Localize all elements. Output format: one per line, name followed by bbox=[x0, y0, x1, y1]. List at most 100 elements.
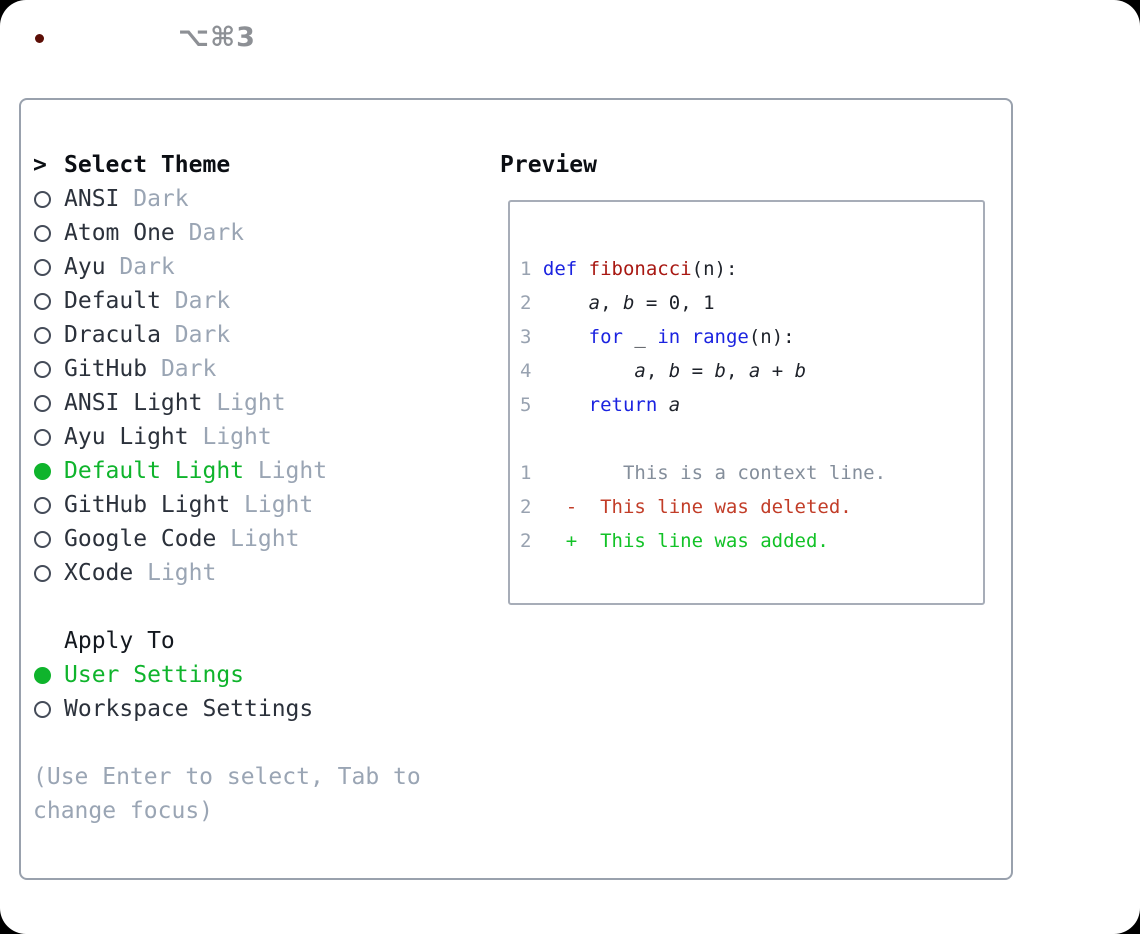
code-token bbox=[543, 360, 635, 382]
diff-text: This is a context line. bbox=[542, 462, 887, 484]
apply-option[interactable]: Workspace Settings bbox=[33, 692, 421, 726]
theme-item[interactable]: XCode Light bbox=[33, 556, 421, 590]
theme-name: GitHub Light bbox=[64, 492, 231, 518]
diff-line-added: 2 + This line was added. bbox=[520, 524, 983, 558]
radio-cell bbox=[33, 462, 64, 480]
line-number: 3 bbox=[520, 326, 543, 348]
radio-cell bbox=[33, 496, 64, 514]
theme-name: GitHub bbox=[64, 356, 148, 382]
code-token: b bbox=[794, 360, 807, 382]
radio-cell bbox=[33, 428, 64, 446]
diff-text: + This line was added. bbox=[542, 530, 829, 552]
select-theme-header: > Select Theme bbox=[33, 148, 421, 182]
theme-name: Google Code bbox=[64, 526, 217, 552]
code-token bbox=[543, 394, 589, 416]
theme-variant: Light bbox=[133, 560, 217, 586]
theme-name: Dracula bbox=[64, 322, 161, 348]
code-token: for bbox=[588, 326, 623, 348]
theme-item[interactable]: ANSI Dark bbox=[33, 182, 421, 216]
preview-title: Preview bbox=[500, 152, 597, 178]
theme-item[interactable]: Google Code Light bbox=[33, 522, 421, 556]
minimize-button[interactable] bbox=[68, 27, 90, 49]
radio-cell bbox=[33, 666, 64, 684]
theme-item[interactable]: GitHub Light Light bbox=[33, 488, 421, 522]
theme-item[interactable]: Default Light Light bbox=[33, 454, 421, 488]
theme-name: Ayu Light bbox=[64, 424, 189, 450]
code-token: = 0, 1 bbox=[634, 292, 715, 314]
diff-line-deleted: 2 - This line was deleted. bbox=[520, 490, 983, 524]
code-line: 2 a, b = 0, 1 bbox=[520, 286, 983, 320]
line-number: 4 bbox=[520, 360, 543, 382]
line-number: 1 bbox=[520, 258, 543, 280]
code-token: = bbox=[680, 360, 715, 382]
code-token: a bbox=[634, 360, 646, 382]
apply-to-header: Apply To bbox=[33, 624, 421, 658]
select-theme-title: Select Theme bbox=[64, 152, 231, 178]
radio-icon bbox=[34, 700, 51, 718]
radio-cell bbox=[33, 224, 64, 242]
theme-item[interactable]: Atom One Dark bbox=[33, 216, 421, 250]
code-token: in bbox=[657, 326, 681, 348]
radio-icon bbox=[34, 360, 51, 378]
theme-item[interactable]: Dracula Dark bbox=[33, 318, 421, 352]
theme-variant: Light bbox=[188, 424, 272, 450]
code-token bbox=[577, 258, 588, 280]
code-token: b bbox=[668, 360, 681, 382]
apply-option[interactable]: User Settings bbox=[33, 658, 421, 692]
theme-item[interactable]: Ayu Dark bbox=[33, 250, 421, 284]
radio-icon bbox=[34, 326, 51, 344]
code-token bbox=[543, 326, 589, 348]
preview-column: Preview 1 def fibonacci(n):2 a, b = 0, 1… bbox=[500, 148, 985, 605]
apply-to-title: Apply To bbox=[64, 628, 175, 654]
radio-selected-icon bbox=[34, 462, 51, 480]
theme-item[interactable]: Ayu Light Light bbox=[33, 420, 421, 454]
code-token: a bbox=[668, 394, 681, 416]
theme-name: ANSI bbox=[64, 186, 120, 212]
code-token: , bbox=[645, 360, 669, 382]
spacer bbox=[520, 422, 983, 456]
line-number: 2 bbox=[520, 292, 543, 314]
theme-variant: Light bbox=[202, 390, 286, 416]
code-token bbox=[680, 326, 691, 348]
diff-text: - This line was deleted. bbox=[542, 496, 852, 518]
radio-cell bbox=[33, 292, 64, 310]
code-line: 4 a, b = b, a + b bbox=[520, 354, 983, 388]
theme-item[interactable]: GitHub Dark bbox=[33, 352, 421, 386]
code-token: a bbox=[588, 292, 601, 314]
help-line: change focus) bbox=[33, 798, 214, 824]
radio-cell bbox=[33, 564, 64, 582]
theme-name: XCode bbox=[64, 560, 134, 586]
code-token: (n): bbox=[691, 258, 738, 280]
zoom-button[interactable] bbox=[108, 27, 130, 49]
spacer bbox=[33, 590, 421, 624]
code-token: return bbox=[588, 394, 658, 416]
radio-cell bbox=[33, 360, 64, 378]
diff-preview: 1 This is a context line.2 - This line w… bbox=[520, 456, 983, 558]
code-token: b bbox=[714, 360, 726, 382]
line-number: 1 bbox=[520, 462, 543, 484]
code-token bbox=[543, 292, 589, 314]
code-line: 3 for _ in range(n): bbox=[520, 320, 983, 354]
code-token: , bbox=[600, 292, 623, 314]
radio-cell bbox=[33, 530, 64, 548]
diff-line-context: 1 This is a context line. bbox=[520, 456, 983, 490]
theme-item[interactable]: ANSI Light Light bbox=[33, 386, 421, 420]
code-token: range bbox=[691, 326, 749, 348]
line-number: 2 bbox=[520, 496, 543, 518]
apply-option-label: Workspace Settings bbox=[64, 696, 314, 722]
spacer bbox=[33, 726, 421, 760]
theme-variant: Dark bbox=[174, 220, 245, 246]
code-token: (n): bbox=[748, 326, 795, 348]
code-line: 5 return a bbox=[520, 388, 983, 422]
close-button[interactable] bbox=[28, 27, 50, 49]
theme-item[interactable]: Default Dark bbox=[33, 284, 421, 318]
theme-variant: Light bbox=[230, 492, 314, 518]
title-bar: ⌥⌘3 bbox=[0, 0, 1140, 76]
radio-icon bbox=[34, 496, 51, 514]
radio-cell bbox=[33, 258, 64, 276]
code-token: b bbox=[623, 292, 635, 314]
